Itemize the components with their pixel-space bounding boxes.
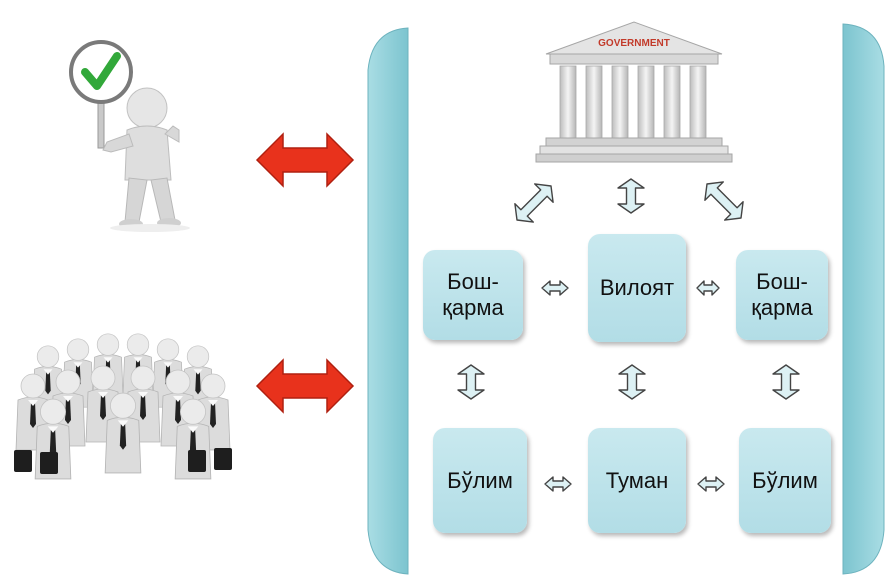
connector-arrow-h3	[544, 476, 572, 492]
node-boshqarma-right: Бош- қарма	[736, 250, 828, 340]
connector-arrow-v-top	[617, 178, 645, 214]
connector-arrow-diag-left	[514, 183, 554, 223]
node-viloyat: Вилоят	[588, 234, 686, 342]
node-bulim-left: Бўлим	[433, 428, 527, 533]
connector-arrow-h2	[696, 280, 720, 296]
node-bulim-right: Бўлим	[739, 428, 831, 533]
connector-arrow-v-center	[618, 364, 646, 400]
briefcase-icon	[188, 450, 206, 472]
double-arrow-top-icon	[255, 132, 355, 188]
group-person-figure	[104, 392, 142, 474]
connector-arrow-h4	[697, 476, 725, 492]
person-with-checkmark-sign-icon	[69, 40, 190, 232]
briefcase-icon	[14, 450, 32, 472]
government-building-icon: GOVERNMENT	[535, 21, 733, 163]
node-tuman: Туман	[588, 428, 686, 533]
connector-arrow-diag-right	[704, 181, 744, 221]
connector-arrow-h1	[541, 280, 569, 296]
checkmark-icon	[81, 52, 121, 90]
connector-arrow-v-right	[772, 364, 800, 400]
briefcase-icon	[40, 452, 58, 474]
double-arrow-bottom-icon	[255, 358, 355, 414]
building-sign: GOVERNMENT	[598, 38, 670, 49]
business-group-icon	[14, 333, 232, 480]
node-boshqarma-left: Бош- қарма	[423, 250, 523, 340]
briefcase-icon	[214, 448, 232, 470]
connector-arrow-v-left	[457, 364, 485, 400]
